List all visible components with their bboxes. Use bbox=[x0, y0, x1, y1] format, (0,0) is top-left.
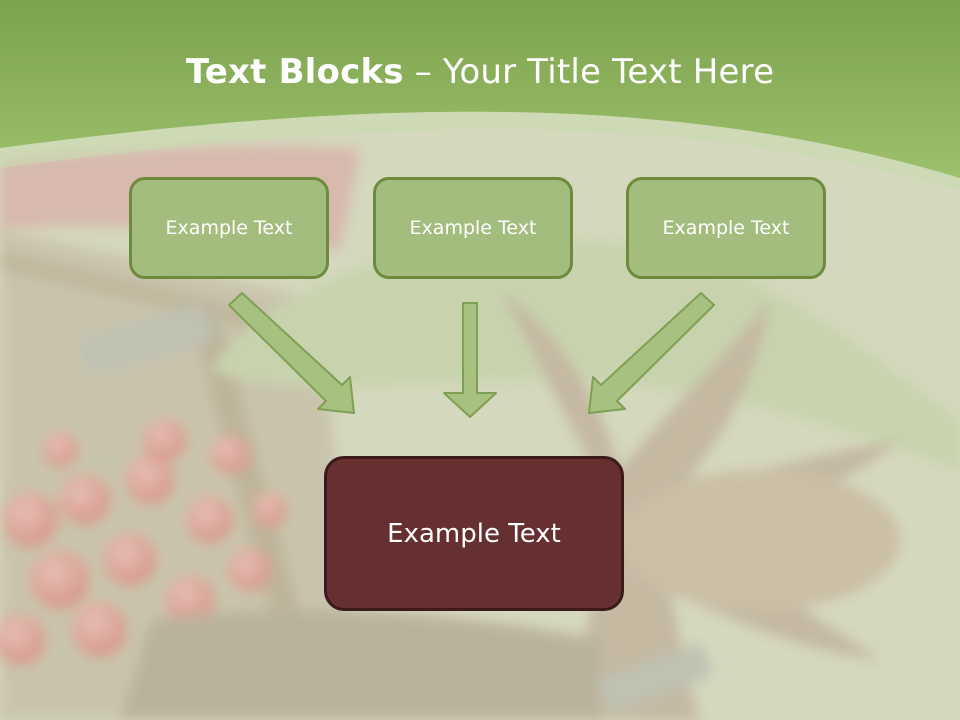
text-block-2-label: Example Text bbox=[409, 217, 537, 239]
title-bold: Text Blocks bbox=[185, 52, 404, 92]
main-text-block[interactable]: Example Text bbox=[324, 456, 624, 611]
title-rest: – Your Title Text Here bbox=[403, 52, 775, 92]
text-block-2[interactable]: Example Text bbox=[373, 177, 573, 279]
main-text-block-label: Example Text bbox=[387, 518, 561, 549]
slide-title: Text Blocks – Your Title Text Here bbox=[0, 52, 960, 92]
text-block-1[interactable]: Example Text bbox=[129, 177, 329, 279]
text-block-3-label: Example Text bbox=[662, 217, 790, 239]
text-block-1-label: Example Text bbox=[165, 217, 293, 239]
text-block-3[interactable]: Example Text bbox=[626, 177, 826, 279]
